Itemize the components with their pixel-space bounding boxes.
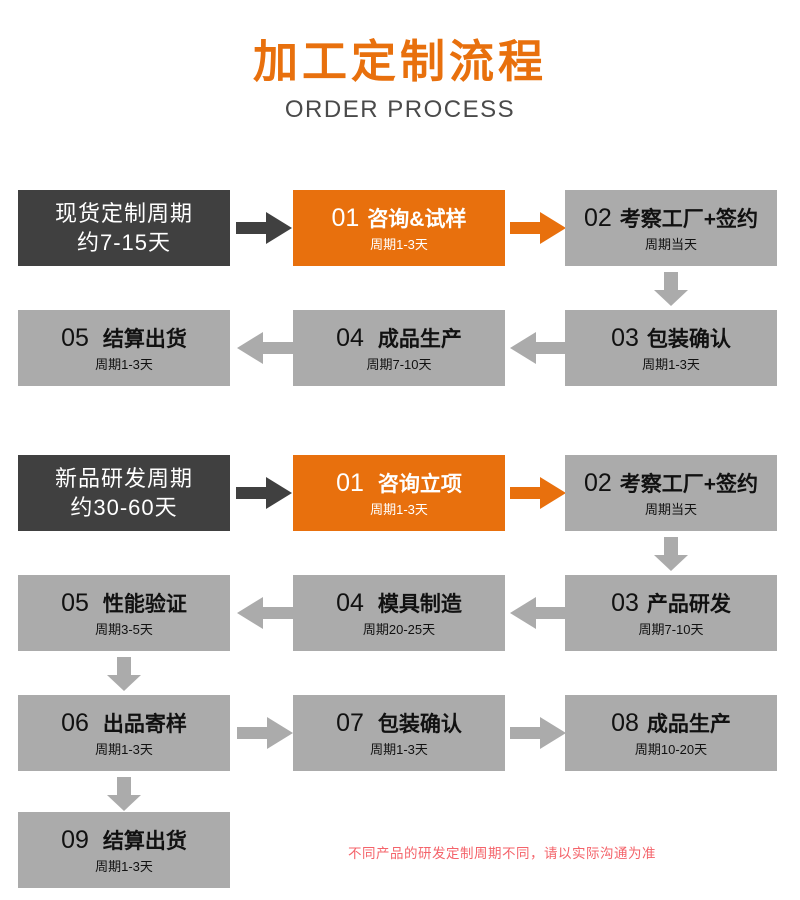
stock-flow-intro-text: 现货定制周期 约7-15天 (55, 199, 193, 257)
arrow-right-rnd-06-07 (237, 715, 293, 751)
rnd-step-04-number: 04 (336, 588, 364, 617)
stock-flow-intro-line1: 现货定制周期 (54, 200, 193, 226)
rnd-step-08-main: 08 成品生产 (611, 708, 731, 737)
arrow-down-rnd-05-06 (106, 657, 142, 691)
rnd-step-02: 02 考察工厂+签约 周期当天 (565, 455, 777, 531)
arrow-right-orange-stock (510, 210, 566, 246)
stock-step-04-number: 04 (336, 323, 364, 352)
rnd-step-06-number: 06 (61, 708, 89, 737)
rnd-step-09-main: 09 结算出货 (61, 825, 187, 854)
rnd-step-09-title: 结算出货 (102, 829, 187, 853)
rnd-step-09: 09 结算出货 周期1-3天 (18, 812, 230, 888)
rnd-step-02-main: 02 考察工厂+签约 (583, 468, 759, 497)
stock-step-01-duration: 周期1-3天 (370, 236, 428, 252)
rnd-flow-intro-line1: 新品研发周期 (54, 465, 193, 491)
rnd-step-01-number: 01 (336, 468, 364, 497)
rnd-step-08-duration: 周期10-20天 (634, 741, 708, 757)
rnd-step-08-title: 成品生产 (646, 712, 731, 736)
rnd-step-08-number: 08 (611, 708, 639, 737)
stock-step-05-number: 05 (61, 323, 89, 352)
page-subtitle: ORDER PROCESS (284, 95, 516, 123)
rnd-step-04-duration: 周期20-25天 (362, 621, 436, 637)
stock-step-02-main: 02 考察工厂+签约 (583, 203, 759, 232)
stock-step-04-title: 成品生产 (377, 327, 462, 351)
rnd-step-06: 06 出品寄样 周期1-3天 (18, 695, 230, 771)
rnd-step-08: 08 成品生产 周期10-20天 (565, 695, 777, 771)
rnd-step-07-duration: 周期1-3天 (370, 741, 428, 757)
rnd-step-07-title: 包装确认 (377, 712, 462, 736)
rnd-step-07-main: 07 包装确认 (336, 708, 462, 737)
stock-step-02-title: 考察工厂+签约 (619, 207, 759, 231)
rnd-step-06-title: 出品寄样 (102, 712, 187, 736)
stock-step-04-duration: 周期7-10天 (366, 356, 432, 372)
rnd-step-05-main: 05 性能验证 (61, 588, 187, 617)
rnd-step-02-title: 考察工厂+签约 (619, 472, 759, 496)
rnd-step-05: 05 性能验证 周期3-5天 (18, 575, 230, 651)
rnd-step-09-duration: 周期1-3天 (95, 858, 153, 874)
rnd-flow-intro-box: 新品研发周期 约30-60天 (18, 455, 230, 531)
arrow-right-orange-rnd (510, 475, 566, 511)
stock-step-03-number: 03 (611, 323, 639, 352)
rnd-flow-intro-line2: 约30-60天 (70, 495, 178, 520)
rnd-step-07-number: 07 (336, 708, 364, 737)
stock-flow-intro-line2: 约7-15天 (76, 230, 172, 255)
arrow-down-rnd-08-09 (106, 777, 142, 811)
arrow-down-rnd-02-03 (653, 537, 689, 571)
stock-step-05-main: 05 结算出货 (61, 323, 187, 352)
arrow-down-stock-02-03 (653, 272, 689, 306)
page-header: 加工定制流程 ORDER PROCESS (0, 0, 800, 124)
rnd-step-05-duration: 周期3-5天 (95, 621, 153, 637)
rnd-step-04: 04 模具制造 周期20-25天 (293, 575, 505, 651)
stock-step-01-main: 01 咨询&试样 (331, 203, 467, 232)
stock-step-02-number: 02 (583, 203, 612, 232)
stock-step-04-main: 04 成品生产 (336, 323, 462, 352)
stock-step-02-duration: 周期当天 (644, 236, 697, 252)
stock-step-01: 01 咨询&试样 周期1-3天 (293, 190, 505, 266)
stock-step-01-number: 01 (331, 203, 360, 232)
rnd-step-04-title: 模具制造 (377, 592, 462, 616)
rnd-step-04-main: 04 模具制造 (336, 588, 462, 617)
stock-step-03-main: 03 包装确认 (611, 323, 731, 352)
stock-step-05-title: 结算出货 (102, 327, 187, 351)
page-title: 加工定制流程 (252, 36, 547, 87)
arrow-left-stock-03-04 (510, 330, 566, 366)
rnd-step-06-main: 06 出品寄样 (61, 708, 187, 737)
arrow-right-rnd-07-08 (510, 715, 566, 751)
rnd-step-09-number: 09 (61, 825, 89, 854)
stock-step-03-title: 包装确认 (646, 327, 731, 351)
stock-step-04: 04 成品生产 周期7-10天 (293, 310, 505, 386)
rnd-step-06-duration: 周期1-3天 (95, 741, 153, 757)
rnd-step-02-number: 02 (583, 468, 612, 497)
arrow-right-dark-stock-intro (236, 210, 292, 246)
rnd-flow-intro-text: 新品研发周期 约30-60天 (55, 464, 193, 522)
rnd-step-01-main: 01 咨询立项 (336, 468, 462, 497)
rnd-step-01: 01 咨询立项 周期1-3天 (293, 455, 505, 531)
stock-step-02: 02 考察工厂+签约 周期当天 (565, 190, 777, 266)
rnd-step-03-main: 03 产品研发 (611, 588, 731, 617)
arrow-left-rnd-03-04 (510, 595, 566, 631)
rnd-step-03: 03 产品研发 周期7-10天 (565, 575, 777, 651)
stock-step-03-duration: 周期1-3天 (642, 356, 700, 372)
stock-step-05: 05 结算出货 周期1-3天 (18, 310, 230, 386)
rnd-step-03-title: 产品研发 (646, 592, 731, 616)
rnd-step-03-number: 03 (611, 588, 639, 617)
rnd-step-01-duration: 周期1-3天 (370, 501, 428, 517)
disclaimer-note: 不同产品的研发定制周期不同，请以实际沟通为准 (348, 846, 656, 861)
stock-step-01-title: 咨询&试样 (367, 207, 467, 231)
rnd-step-05-title: 性能验证 (102, 592, 187, 616)
rnd-step-07: 07 包装确认 周期1-3天 (293, 695, 505, 771)
stock-step-05-duration: 周期1-3天 (95, 356, 153, 372)
arrow-left-rnd-04-05 (237, 595, 293, 631)
rnd-step-02-duration: 周期当天 (644, 501, 697, 517)
rnd-step-03-duration: 周期7-10天 (638, 621, 704, 637)
rnd-step-01-title: 咨询立项 (377, 472, 462, 496)
rnd-step-05-number: 05 (61, 588, 89, 617)
stock-step-03: 03 包装确认 周期1-3天 (565, 310, 777, 386)
stock-flow-intro-box: 现货定制周期 约7-15天 (18, 190, 230, 266)
arrow-right-dark-rnd-intro (236, 475, 292, 511)
arrow-left-stock-04-05 (237, 330, 293, 366)
